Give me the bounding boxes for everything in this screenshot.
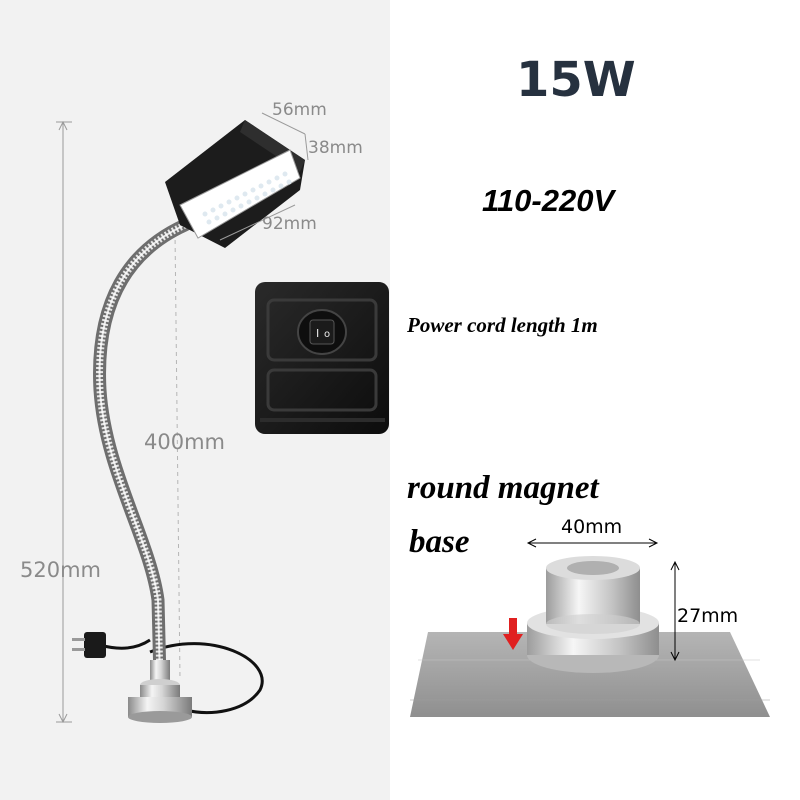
magnet-dimension-lines (526, 538, 680, 662)
head-width-label: 92mm (262, 214, 317, 234)
round-magnet-illustration (527, 556, 659, 673)
wattage-label: 15W (516, 52, 636, 108)
magnet-height-label: 27mm (677, 605, 739, 627)
svg-text:I: I (316, 327, 319, 340)
head-depth-label: 56mm (272, 100, 327, 120)
lamp-magnet-base (128, 660, 192, 723)
down-arrow-icon (503, 618, 523, 650)
steel-plate (410, 632, 770, 717)
gooseneck-length-label: 400mm (144, 430, 225, 454)
gooseneck-dimension-line (174, 231, 181, 681)
rocker-switch-icon: I o (297, 309, 347, 355)
head-height-label: 38mm (308, 138, 363, 158)
height-dimension-line (56, 120, 72, 724)
total-height-label: 520mm (20, 558, 101, 582)
power-plug-icon (72, 632, 106, 658)
lamp-head (165, 112, 309, 248)
svg-text:o: o (324, 329, 330, 340)
magnet-base-title: round magnet (407, 470, 599, 506)
switch-detail-photo (255, 282, 389, 434)
power-cord-label: Power cord length 1m (407, 313, 598, 337)
magnet-diameter-label: 40mm (561, 516, 623, 538)
voltage-label: 110-220V (482, 183, 615, 218)
magnet-base-title-line2: base (409, 524, 470, 560)
